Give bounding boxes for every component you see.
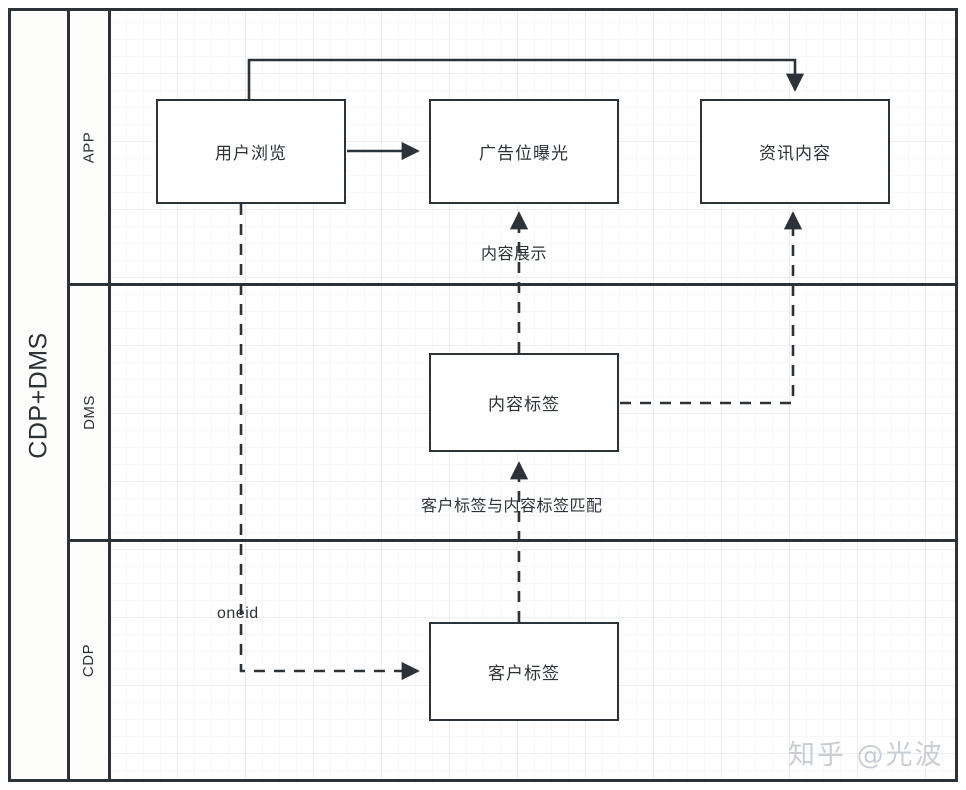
node-customer-tag[interactable]: 客户标签	[429, 622, 619, 721]
node-news-content[interactable]: 资讯内容	[700, 99, 890, 204]
edge-label-content-display: 内容展示	[481, 246, 548, 263]
pool-border-left	[8, 8, 11, 782]
node-content-tag-label: 内容标签	[488, 395, 560, 414]
lane-title-divider	[108, 8, 111, 782]
node-ad-slot-expose[interactable]: 广告位曝光	[429, 99, 619, 204]
node-user-browse[interactable]: 用户浏览	[156, 99, 346, 204]
pool-border-top	[8, 8, 958, 11]
node-customer-tag-label: 客户标签	[488, 664, 560, 683]
edge-label-oneid: oneid	[217, 605, 259, 622]
lane-title-dms-label: DMS	[80, 395, 98, 430]
lane-title-cdp: CDP	[70, 542, 108, 779]
pool-border-right	[955, 8, 958, 782]
pool-title-divider	[67, 8, 70, 782]
lane-separator-dms-cdp	[67, 539, 958, 542]
pool-border-bottom	[8, 779, 958, 782]
node-content-tag[interactable]: 内容标签	[429, 353, 619, 452]
lane-title-app-label: APP	[80, 131, 98, 163]
node-news-content-label: 资讯内容	[759, 144, 831, 163]
lane-title-dms: DMS	[70, 286, 108, 539]
watermark: 知乎 @光波	[788, 740, 944, 771]
pool-title: CDP+DMS	[11, 11, 67, 779]
lane-title-cdp-label: CDP	[80, 643, 98, 678]
edge-label-tag-match: 客户标签与内容标签匹配	[421, 498, 603, 515]
pool-title-label: CDP+DMS	[24, 331, 53, 459]
lane-title-app: APP	[70, 11, 108, 283]
node-ad-slot-expose-label: 广告位曝光	[479, 144, 569, 163]
lane-separator-app-dms	[67, 283, 958, 286]
node-user-browse-label: 用户浏览	[215, 144, 287, 163]
